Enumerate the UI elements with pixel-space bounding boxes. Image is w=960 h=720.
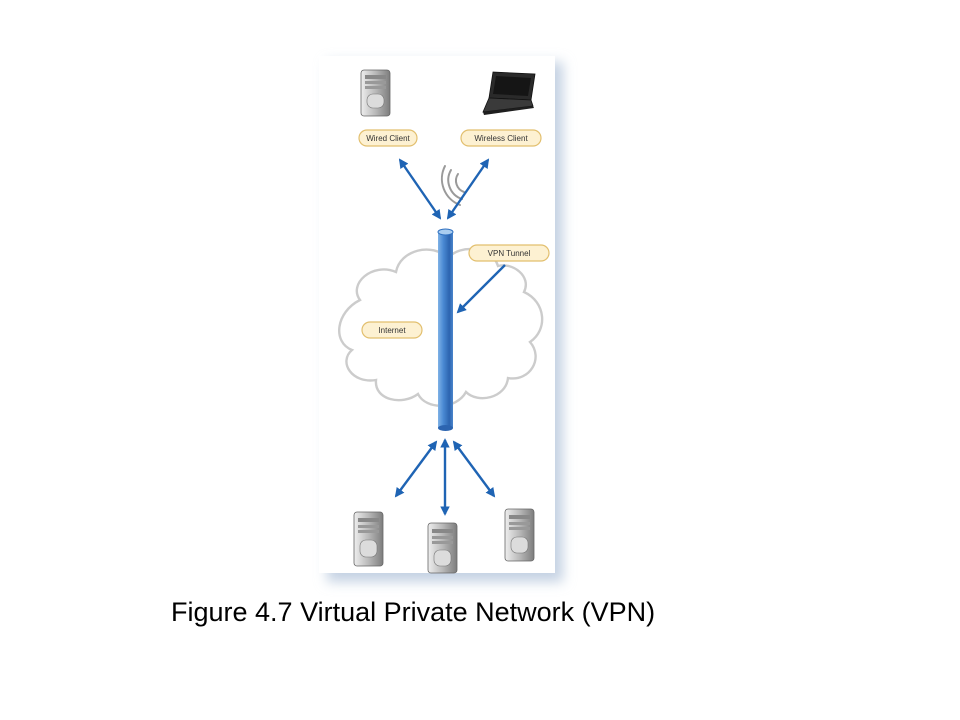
wireless-client-label: Wireless Client [460, 129, 542, 147]
arrow-wired-to-tunnel [398, 158, 442, 220]
vpn-tunnel-label: VPN Tunnel [468, 244, 550, 262]
server-tower-icon [504, 508, 535, 562]
vpn-tunnel [437, 228, 454, 431]
laptop-icon [482, 71, 536, 115]
internet-label: Internet [361, 321, 423, 339]
svg-text:Internet: Internet [378, 326, 406, 335]
svg-text:VPN Tunnel: VPN Tunnel [488, 249, 531, 258]
arrow-tunnel-to-server-right [452, 440, 496, 498]
svg-text:Wired Client: Wired Client [366, 134, 410, 143]
arrow-tunnel-to-server-left [394, 440, 438, 498]
svg-text:Wireless Client: Wireless Client [474, 134, 528, 143]
arrow-label-to-tunnel [456, 264, 506, 314]
wired-client-label: Wired Client [358, 129, 418, 147]
server-tower-icon [353, 511, 384, 567]
server-tower-icon [427, 522, 458, 574]
server-tower-icon [360, 69, 391, 117]
arrow-wireless-to-tunnel [446, 158, 490, 220]
figure-caption: Figure 4.7 Virtual Private Network (VPN) [171, 597, 656, 627]
